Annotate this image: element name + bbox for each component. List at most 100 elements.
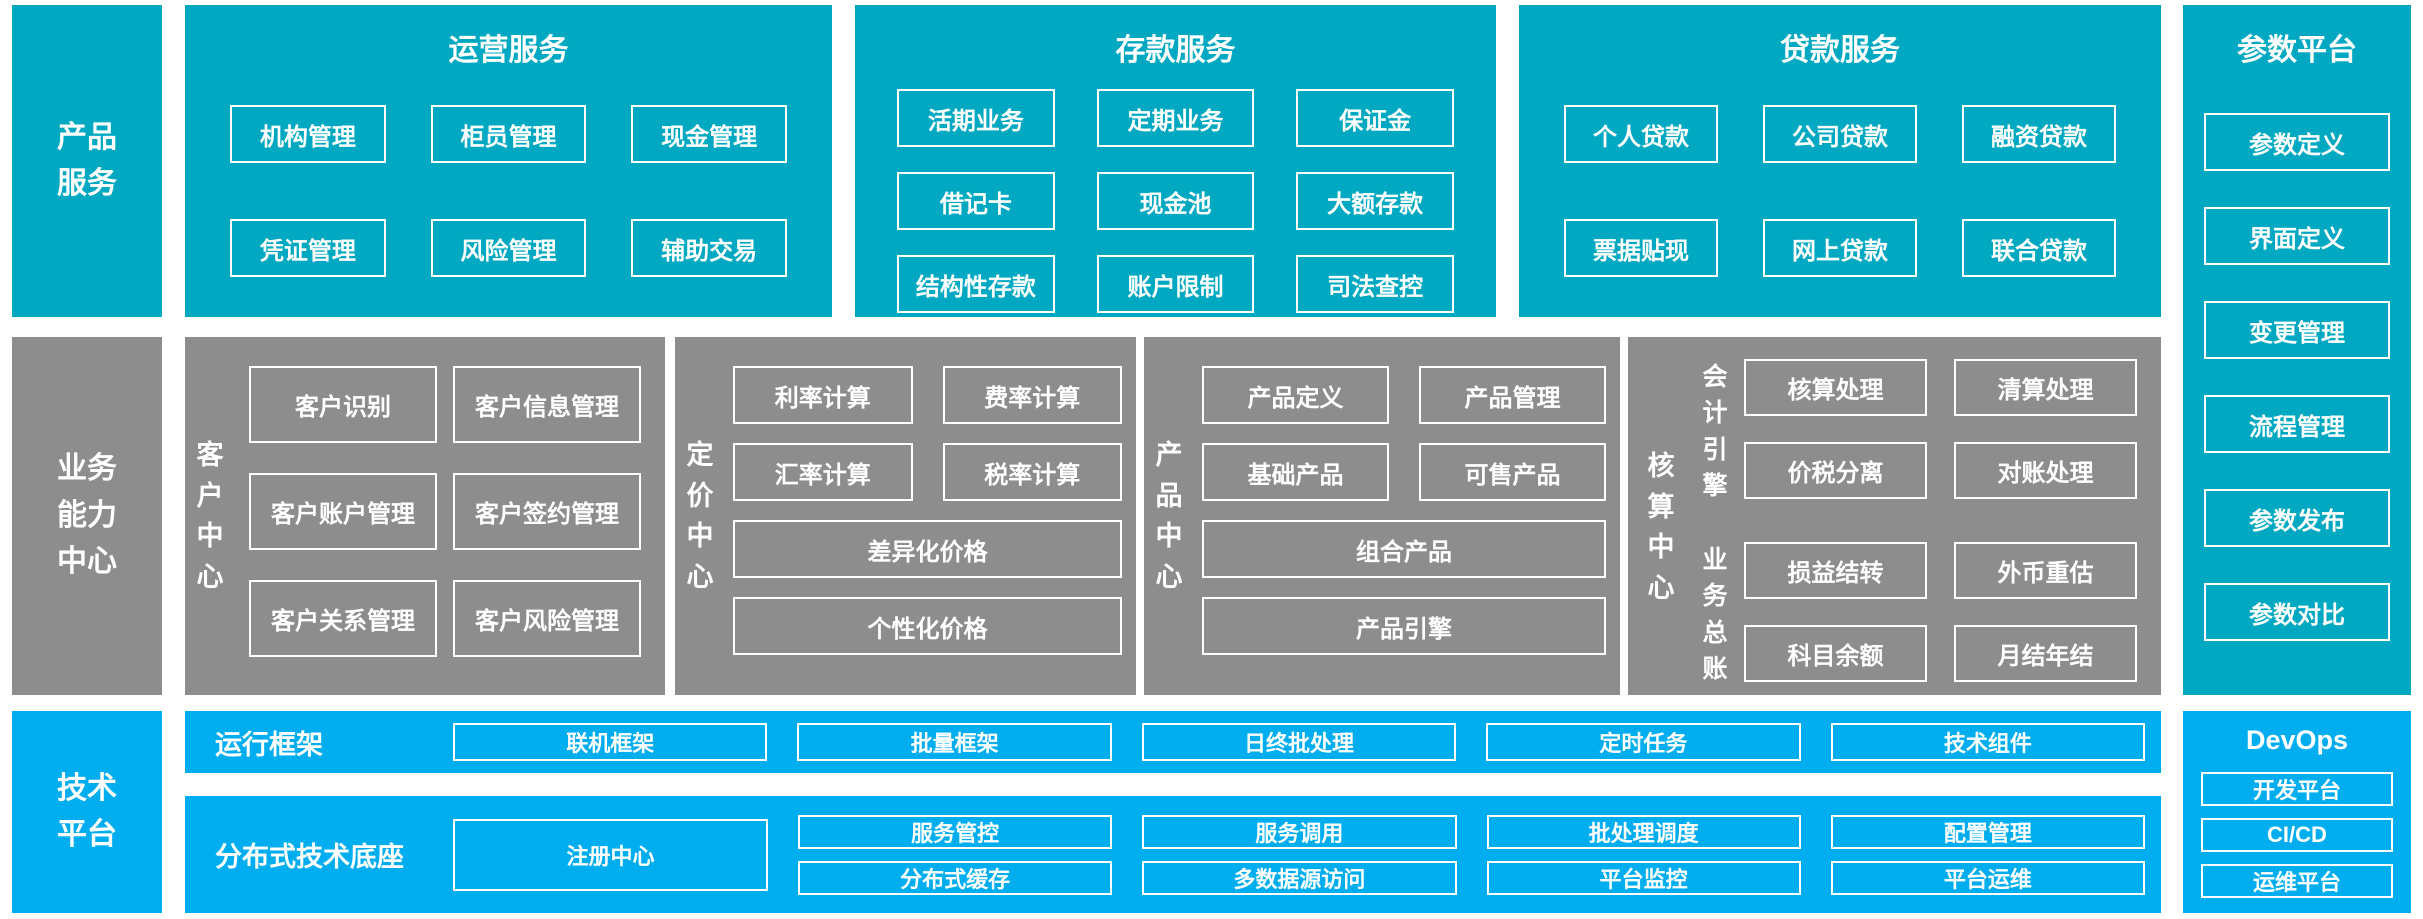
section-vertical-label: 业务总账 bbox=[1686, 542, 1744, 687]
module-box: 柜员管理 bbox=[430, 105, 587, 163]
module-box: 税率计算 bbox=[942, 443, 1122, 501]
panel-distributed-tech-base: 分布式技术底座 注册中心 服务管控服务调用批处理调度配置管理分布式缓存多数据源访… bbox=[185, 796, 2161, 913]
module-box: 参数定义 bbox=[2204, 113, 2390, 171]
product-grid: 产品定义产品管理基础产品可售产品 bbox=[1202, 366, 1606, 501]
module-box: 外币重估 bbox=[1954, 542, 2137, 599]
section-vertical-label: 会计引擎 bbox=[1686, 359, 1744, 504]
panel-devops: DevOps 开发平台 CI/CD 运维平台 bbox=[2183, 711, 2411, 913]
module-box: 核算处理 bbox=[1744, 359, 1927, 416]
module-box: 客户账户管理 bbox=[249, 473, 437, 550]
operations-grid: 机构管理柜员管理现金管理凭证管理风险管理辅助交易 bbox=[230, 105, 787, 277]
center-vertical-label: 客户中心 bbox=[185, 337, 235, 695]
business-ledger-section: 业务总账 损益结转外币重估科目余额月结年结 bbox=[1686, 542, 2137, 687]
module-box: 辅助交易 bbox=[631, 219, 787, 277]
module-box: 服务调用 bbox=[1142, 814, 1457, 849]
module-box: 分布式缓存 bbox=[798, 860, 1113, 895]
vertical-label-text: 客户中心 bbox=[196, 440, 224, 592]
module-box: 结构性存款 bbox=[897, 255, 1055, 313]
vertical-label-text: 会计引擎 bbox=[1702, 363, 1728, 500]
module-box: 现金管理 bbox=[631, 105, 787, 163]
module-box: 联机框架 bbox=[453, 723, 768, 761]
module-box: 凭证管理 bbox=[230, 219, 386, 277]
module-box: 客户识别 bbox=[249, 366, 437, 443]
module-box: 流程管理 bbox=[2204, 395, 2390, 453]
module-box: 清算处理 bbox=[1954, 359, 2137, 416]
panel-customer-center: 客户中心 客户识别客户信息管理客户账户管理客户签约管理客户关系管理客户风险管理 bbox=[185, 337, 665, 695]
tech-panel-label: 运行框架 bbox=[215, 729, 323, 760]
panel-operations-services: 运营服务 机构管理柜员管理现金管理凭证管理风险管理辅助交易 bbox=[185, 5, 832, 317]
module-box: 个人贷款 bbox=[1564, 105, 1718, 163]
module-box: 产品管理 bbox=[1419, 366, 1606, 424]
module-box: 网上贷款 bbox=[1763, 219, 1917, 277]
module-box: CI/CD bbox=[2201, 818, 2393, 852]
module-box: 运维平台 bbox=[2201, 864, 2393, 898]
center-vertical-label: 产品中心 bbox=[1144, 337, 1194, 695]
panel-product-center: 产品中心 产品定义产品管理基础产品可售产品 组合产品产品引擎 bbox=[1144, 337, 1620, 695]
module-box: 客户签约管理 bbox=[453, 473, 641, 550]
panel-runtime-framework: 运行框架 联机框架批量框架日终批处理定时任务技术组件 bbox=[185, 711, 2161, 773]
module-box: 对账处理 bbox=[1954, 442, 2137, 499]
row-label-product-services: 产品服务 bbox=[12, 5, 162, 317]
module-box-wide: 差异化价格 bbox=[733, 520, 1122, 578]
module-box: 科目余额 bbox=[1744, 625, 1927, 682]
module-box: 活期业务 bbox=[897, 89, 1055, 147]
business-ledger-grid: 损益结转外币重估科目余额月结年结 bbox=[1744, 542, 2137, 687]
pricing-wide-list: 差异化价格个性化价格 bbox=[733, 520, 1122, 655]
row-label-text: 业务能力中心 bbox=[57, 452, 117, 579]
module-box: 可售产品 bbox=[1419, 443, 1606, 501]
module-box: 定时任务 bbox=[1486, 723, 1801, 761]
module-box: 月结年结 bbox=[1954, 625, 2137, 682]
panel-accounting-center: 核算中心 会计引擎 核算处理清算处理价税分离对账处理 业务总账 损益结转外币重估… bbox=[1628, 337, 2161, 695]
module-box: 产品定义 bbox=[1202, 366, 1389, 424]
module-box: 汇率计算 bbox=[733, 443, 913, 501]
module-box: 客户信息管理 bbox=[453, 366, 641, 443]
module-box: 服务管控 bbox=[798, 814, 1113, 849]
row-label-text: 产品服务 bbox=[57, 120, 117, 201]
module-box: 定期业务 bbox=[1096, 89, 1255, 147]
row-label-business-capability: 业务能力中心 bbox=[12, 337, 162, 695]
vertical-label-text: 产品中心 bbox=[1155, 440, 1183, 592]
pricing-grid: 利率计算费率计算汇率计算税率计算 bbox=[733, 366, 1122, 501]
runtime-list: 联机框架批量框架日终批处理定时任务技术组件 bbox=[453, 723, 2146, 761]
module-box: 界面定义 bbox=[2204, 207, 2390, 265]
module-box: 平台运维 bbox=[1830, 860, 2145, 895]
panel-title: 运营服务 bbox=[448, 34, 569, 67]
vertical-label-text: 业务总账 bbox=[1702, 546, 1728, 683]
pricing-content: 利率计算费率计算汇率计算税率计算 差异化价格个性化价格 bbox=[733, 366, 1122, 695]
module-box: 日终批处理 bbox=[1141, 723, 1457, 761]
parameter-list: 参数定义界面定义变更管理流程管理参数发布参数对比 bbox=[2183, 69, 2411, 695]
module-box: 参数对比 bbox=[2204, 583, 2390, 641]
module-box: 联合贷款 bbox=[1962, 219, 2116, 277]
module-box: 损益结转 bbox=[1744, 542, 1927, 599]
module-box: 批处理调度 bbox=[1486, 814, 1801, 849]
module-box: 基础产品 bbox=[1202, 443, 1389, 501]
panel-parameter-platform: 参数平台 参数定义界面定义变更管理流程管理参数发布参数对比 bbox=[2183, 5, 2411, 695]
module-box: 借记卡 bbox=[897, 172, 1055, 230]
accounting-sections: 会计引擎 核算处理清算处理价税分离对账处理 业务总账 损益结转外币重估科目余额月… bbox=[1686, 359, 2137, 695]
panel-title: 存款服务 bbox=[1115, 34, 1236, 67]
module-box: 价税分离 bbox=[1744, 442, 1927, 499]
row-label-tech-platform: 技术平台 bbox=[12, 711, 162, 913]
module-box: 技术组件 bbox=[1830, 723, 2146, 761]
module-box: 机构管理 bbox=[230, 105, 386, 163]
panel-title: DevOps bbox=[2245, 725, 2349, 755]
module-box: 司法查控 bbox=[1296, 255, 1454, 313]
module-box: 利率计算 bbox=[733, 366, 913, 424]
module-box: 客户风险管理 bbox=[453, 580, 641, 657]
row-label-text: 技术平台 bbox=[57, 771, 117, 852]
vertical-label-text: 定价中心 bbox=[686, 440, 714, 592]
module-box: 开发平台 bbox=[2201, 772, 2393, 806]
module-box: 配置管理 bbox=[1830, 814, 2145, 849]
module-box: 平台监控 bbox=[1486, 860, 1801, 895]
module-box: 客户关系管理 bbox=[249, 580, 437, 657]
devops-list: 开发平台 CI/CD 运维平台 bbox=[2201, 772, 2393, 898]
panel-deposit-services: 存款服务 活期业务定期业务保证金借记卡现金池大额存款结构性存款账户限制司法查控 bbox=[855, 5, 1496, 317]
product-wide-list: 组合产品产品引擎 bbox=[1202, 520, 1606, 655]
module-box-wide: 个性化价格 bbox=[733, 597, 1122, 655]
loan-grid: 个人贷款公司贷款融资贷款票据贴现网上贷款联合贷款 bbox=[1564, 105, 2116, 277]
panel-title: 贷款服务 bbox=[1780, 34, 1900, 67]
center-vertical-label: 定价中心 bbox=[675, 337, 725, 695]
accounting-engine-section: 会计引擎 核算处理清算处理价税分离对账处理 bbox=[1686, 359, 2137, 504]
module-box: 大额存款 bbox=[1296, 172, 1454, 230]
